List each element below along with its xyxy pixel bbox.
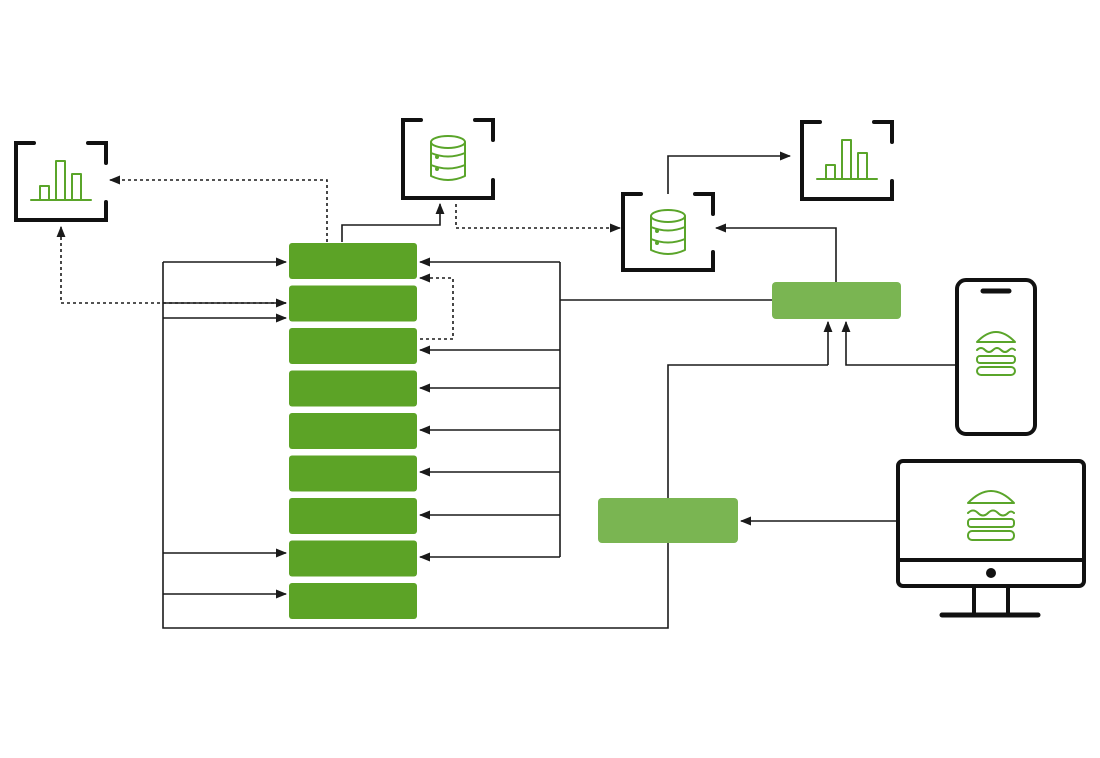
web-gateway-block [598, 498, 738, 543]
service-block [289, 413, 417, 449]
service-block [289, 370, 417, 407]
service-block [289, 498, 417, 534]
burger-icon [967, 490, 1015, 541]
database-icon [621, 192, 715, 272]
service-block [289, 455, 417, 492]
connectors [56, 151, 956, 629]
bar-chart-icon [14, 141, 108, 222]
service-block [289, 540, 417, 577]
bar-chart-icon [800, 120, 894, 201]
service-block [289, 285, 417, 322]
service-block [289, 328, 417, 364]
desktop-monitor-icon [896, 459, 1086, 618]
mobile-gateway-block [772, 282, 901, 319]
service-block [289, 243, 417, 279]
service-block [289, 583, 417, 619]
smartphone-icon [955, 278, 1037, 436]
burger-icon [976, 331, 1016, 376]
service-stack [289, 243, 417, 619]
database-icon [401, 118, 495, 200]
